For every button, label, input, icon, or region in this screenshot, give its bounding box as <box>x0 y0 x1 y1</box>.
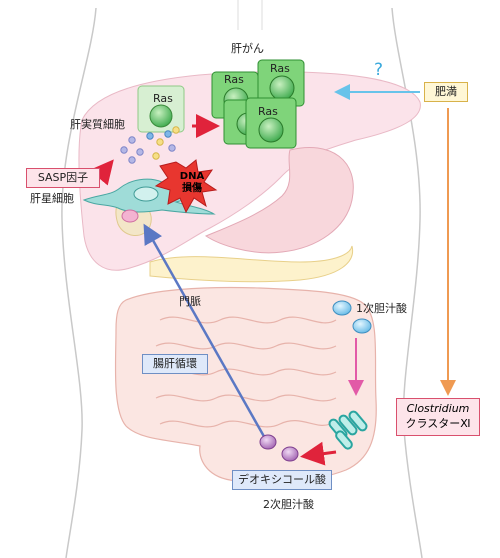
spine-outline <box>237 0 263 30</box>
ras-label-cancer-1: Ras <box>224 73 244 86</box>
pancreas-shape <box>149 245 354 283</box>
sasp-secretion-dots <box>120 126 180 164</box>
unknown-mechanism-mark: ? <box>374 60 384 80</box>
large-intestine <box>114 286 377 484</box>
ras-label-normal: Ras <box>153 92 173 105</box>
ras-label-cancer-2: Ras <box>270 62 290 75</box>
primary-bile-acid-label: 1次胆汁酸 <box>356 302 407 315</box>
dna-damage-line2: 損傷 <box>182 183 202 194</box>
stellate-to-sasp-arrow <box>89 159 114 186</box>
obesity-box: 肥満 <box>424 82 468 102</box>
enterohepatic-circulation-box: 腸肝循環 <box>142 354 208 374</box>
stellate-cell-label: 肝星細胞 <box>30 192 74 205</box>
ras-label-cancer-3: Ras <box>258 105 278 118</box>
deoxycholic-acid-box: デオキシコール酸 <box>232 470 332 490</box>
hepatocyte-label: 肝実質細胞 <box>70 118 125 131</box>
stellate-nucleus <box>133 186 159 202</box>
secondary-bile-acid-label: 2次胆汁酸 <box>263 498 314 511</box>
body-outline-left <box>61 7 97 558</box>
bacteria-icon <box>328 410 368 450</box>
cancer-cell-cluster <box>211 59 305 149</box>
primary-bile-acid-cell-2 <box>352 318 372 334</box>
stellate-droplet <box>121 209 139 223</box>
clostridium-genus: Clostridium <box>406 402 470 415</box>
clostridium-cluster: クラスターⅪ <box>405 417 471 430</box>
bacteria-to-dca-arrow <box>300 441 337 466</box>
secondary-bile-acid-cell-1 <box>259 434 277 450</box>
dna-damage-text: DNA 損傷 <box>172 171 212 195</box>
dna-damage-line1: DNA <box>179 171 205 182</box>
dna-damage-burst <box>154 159 218 214</box>
hepatocyte-nucleus <box>149 104 173 128</box>
secondary-bile-acid-cell-2 <box>281 446 299 462</box>
sasp-factor-box: SASP因子 <box>26 168 100 188</box>
clostridium-box: Clostridium クラスターⅪ <box>396 398 480 436</box>
primary-bile-acid-cell-1 <box>332 300 352 316</box>
liver-cancer-label: 肝がん <box>231 42 264 55</box>
stomach-shape <box>204 146 354 254</box>
enterohepatic-arrow <box>143 223 268 441</box>
portal-vein-label: 門脈 <box>179 295 201 308</box>
